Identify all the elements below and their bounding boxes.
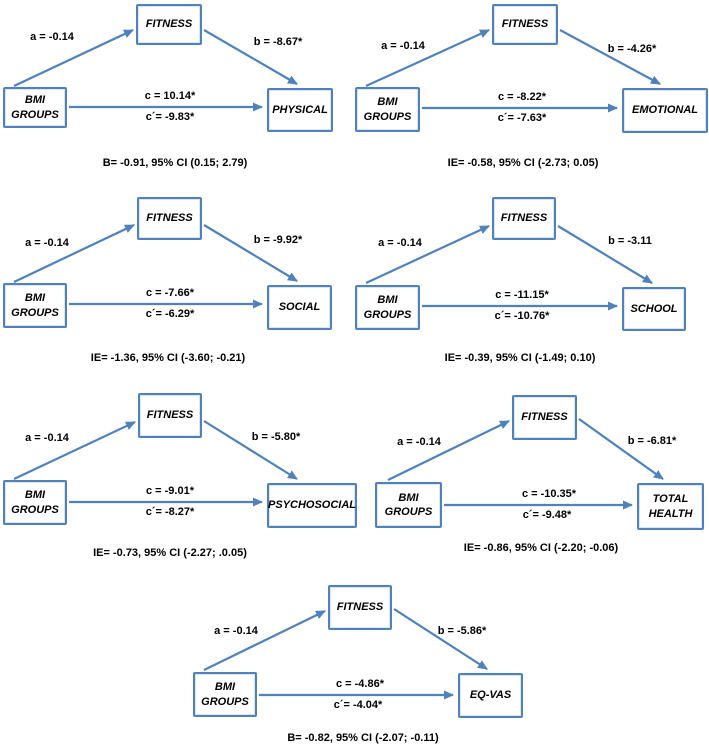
path-c-label: c = -7.66* xyxy=(145,287,195,299)
path-c-label: c = -8.22* xyxy=(497,91,547,103)
path-b-label: b = -8.67* xyxy=(253,36,303,48)
panel-caption: B= -0.91, 95% CI (0.15; 2.79) xyxy=(102,157,248,169)
mediator-node: FITNESS xyxy=(136,4,202,45)
path-c-label: c = 10.14* xyxy=(144,90,196,102)
path-a-label: a = -0.14 xyxy=(214,625,258,637)
path-b-label: b = -6.81* xyxy=(627,435,677,447)
predictor-node: BMI GROUPS xyxy=(3,87,67,128)
path-a-label: a = -0.14 xyxy=(397,436,441,448)
mediator-node: FITNESS xyxy=(328,585,392,630)
path-a-arrow xyxy=(365,225,490,284)
path-b-arrow xyxy=(557,225,653,284)
path-a-label: a = -0.14 xyxy=(381,40,425,52)
predictor-node: BMI GROUPS xyxy=(355,285,420,330)
predictor-node: BMI GROUPS xyxy=(193,672,257,717)
outcome-node: PHYSICAL xyxy=(267,88,333,132)
path-c-prime-label: c´= -7.63* xyxy=(497,112,547,124)
path-c-prime-label: c´= -10.76* xyxy=(494,310,550,322)
outcome-node: EMOTIONAL xyxy=(622,88,708,133)
path-a-arrow xyxy=(387,420,510,481)
path-b-label: b = -9.92* xyxy=(253,234,303,246)
predictor-node: BMI GROUPS xyxy=(355,87,420,132)
path-c-label: c = -10.35* xyxy=(521,488,577,500)
path-a-arrow xyxy=(13,421,136,480)
path-c-prime-label: c´= -8.27* xyxy=(145,506,195,518)
path-a-label: a = -0.14 xyxy=(30,31,74,43)
path-a-label: a = -0.14 xyxy=(25,237,69,249)
path-a-arrow xyxy=(13,224,135,283)
outcome-node: PSYCHOSOCIAL xyxy=(267,483,357,528)
panel-caption: B= -0.82, 95% CI (-2.07; -0.11) xyxy=(287,732,439,744)
path-a-arrow xyxy=(365,28,490,88)
path-c-prime-label: c´= -4.04* xyxy=(333,699,383,711)
path-b-arrow xyxy=(578,418,664,480)
predictor-node: BMI GROUPS xyxy=(3,283,67,328)
panel-caption: IE= -0.39, 95% CI (-1.49; 0.10) xyxy=(444,352,596,364)
path-b-arrow xyxy=(559,29,661,85)
panel-caption: IE= -0.86, 95% CI (-2.20; -0.06) xyxy=(463,542,619,554)
outcome-node: SOCIAL xyxy=(267,285,332,330)
outcome-node: TOTAL HEALTH xyxy=(637,483,704,530)
panel-caption: IE= -0.73, 95% CI (-2.27; .0.05) xyxy=(93,547,247,559)
path-c-label: c = -4.86* xyxy=(335,678,385,690)
panel-caption: IE= -1.36, 95% CI (-3.60; -0.21) xyxy=(90,352,246,364)
path-a-label: a = -0.14 xyxy=(378,237,422,249)
path-a-label: a = -0.14 xyxy=(25,432,69,444)
path-b-arrow xyxy=(203,29,298,85)
mediator-node: FITNESS xyxy=(492,4,558,45)
path-b-label: b = -5.86* xyxy=(437,625,487,637)
panel-caption: IE= -0.58, 95% CI (-2.73; 0.05) xyxy=(447,157,599,169)
mediator-node: FITNESS xyxy=(138,393,202,438)
predictor-node: BMI GROUPS xyxy=(3,480,67,525)
mediator-node: FITNESS xyxy=(492,197,556,240)
mediator-node: FITNESS xyxy=(137,197,202,240)
outcome-node: SCHOOL xyxy=(622,287,686,331)
path-a-arrow xyxy=(203,610,326,671)
path-c-prime-label: c´= -9.48* xyxy=(522,509,572,521)
path-c-label: c = -9.01* xyxy=(145,485,195,497)
path-c-prime-label: c´= -6.29* xyxy=(145,308,195,320)
path-b-label: b = -4.26* xyxy=(607,43,657,55)
path-b-label: b = -5.80* xyxy=(251,431,301,443)
path-b-arrow xyxy=(203,224,298,282)
path-b-arrow xyxy=(393,608,488,670)
outcome-node: EQ-VAS xyxy=(458,673,523,718)
path-c-label: c = -11.15* xyxy=(495,289,549,301)
path-b-arrow xyxy=(203,420,298,480)
predictor-node: BMI GROUPS xyxy=(375,482,442,528)
path-a-arrow xyxy=(13,29,134,87)
path-b-label: b = -3.11 xyxy=(608,235,652,247)
path-c-prime-label: c´= -9.83* xyxy=(145,111,195,123)
mediator-node: FITNESS xyxy=(512,395,577,440)
